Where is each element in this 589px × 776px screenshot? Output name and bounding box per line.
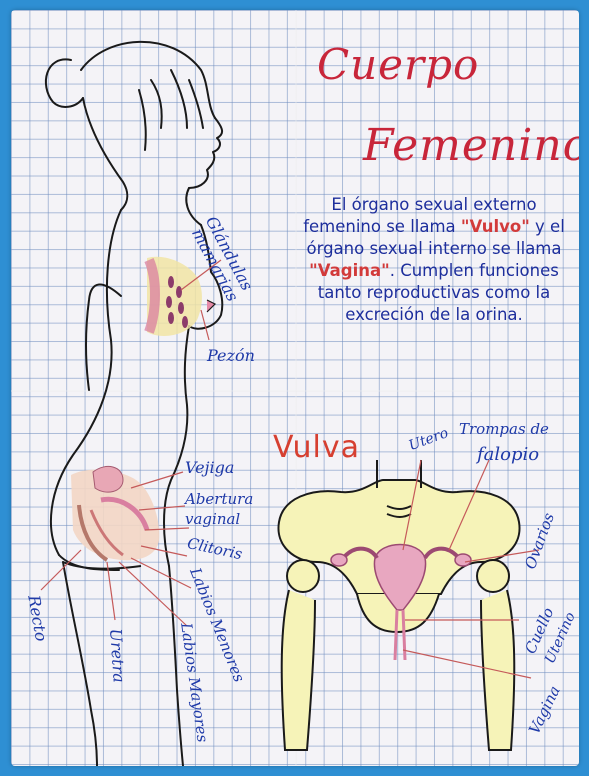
pelvis-front-view [278,460,519,750]
label-uretra: Uretra [107,628,127,683]
label-falopio: falopio [477,446,539,464]
label-vaginal: vaginal [185,512,240,527]
label-trompas: Trompas de [459,422,549,437]
title-line-1: Cuerpo [317,40,479,89]
description-vagina: "Vagina" [309,261,390,280]
description-paragraph: El órgano sexual externo femenino se lla… [299,194,569,326]
label-abertura: Abertura [185,492,253,507]
label-pezon: Pezón [207,348,255,364]
title-line-2: Femenino [363,120,579,171]
label-vejiga: Vejiga [185,460,234,476]
section-vulva-heading: Vulva [273,430,360,465]
description-vulvo: "Vulvo" [461,217,530,236]
notebook-page: Cuerpo Femenino El órgano sexual externo… [11,10,579,766]
